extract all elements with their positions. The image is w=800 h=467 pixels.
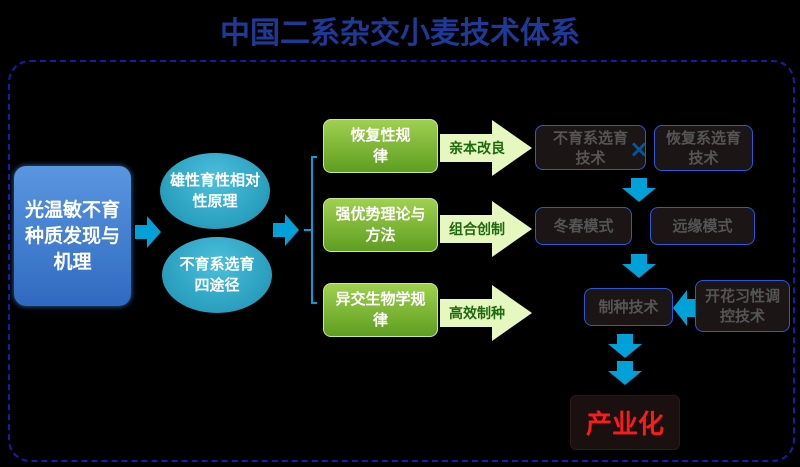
restorer-line-breeding-box: 恢复系选育技术 (654, 125, 753, 171)
method-arrow: 组合创制 (440, 201, 532, 257)
cross-icon: × (628, 135, 650, 163)
principle-ellipse: 不育系选育四途径 (162, 237, 272, 313)
bracket (304, 156, 317, 304)
theory-box: 异交生物学规律 (323, 283, 438, 337)
winter-spring-mode-box: 冬春模式 (535, 207, 632, 245)
arrow-left-icon (673, 290, 697, 326)
source-box: 光温敏不育种质发现与机理 (14, 166, 131, 306)
principle-ellipse: 雄性育性相对性原理 (160, 153, 270, 229)
arrow-down-icon (608, 361, 642, 385)
dashed-frame (8, 60, 795, 462)
method-arrow: 亲本改良 (440, 120, 532, 176)
flowering-control-box: 开花习性调控技术 (695, 280, 790, 332)
seed-production-box: 制种技术 (584, 288, 673, 326)
arrow-right-icon (273, 214, 299, 246)
theory-box: 强优势理论与方法 (323, 198, 438, 252)
arrow-down-icon (608, 334, 642, 358)
theory-box: 恢复性规律 (323, 119, 438, 173)
distant-mode-box: 远缘模式 (650, 207, 755, 245)
sterile-line-breeding-box: 不育系选育技术 (535, 125, 646, 170)
method-arrow: 高效制种 (440, 285, 532, 341)
industrialization-box: 产业化 (570, 395, 680, 450)
method-label: 亲本改良 (449, 141, 505, 157)
arrow-down-icon (622, 178, 656, 202)
arrow-down-icon (622, 254, 656, 278)
method-label: 组合创制 (449, 222, 505, 238)
diagram-title: 中国二系杂交小麦技术体系 (220, 16, 580, 51)
method-label: 高效制种 (449, 306, 505, 322)
arrow-right-icon (135, 216, 161, 248)
